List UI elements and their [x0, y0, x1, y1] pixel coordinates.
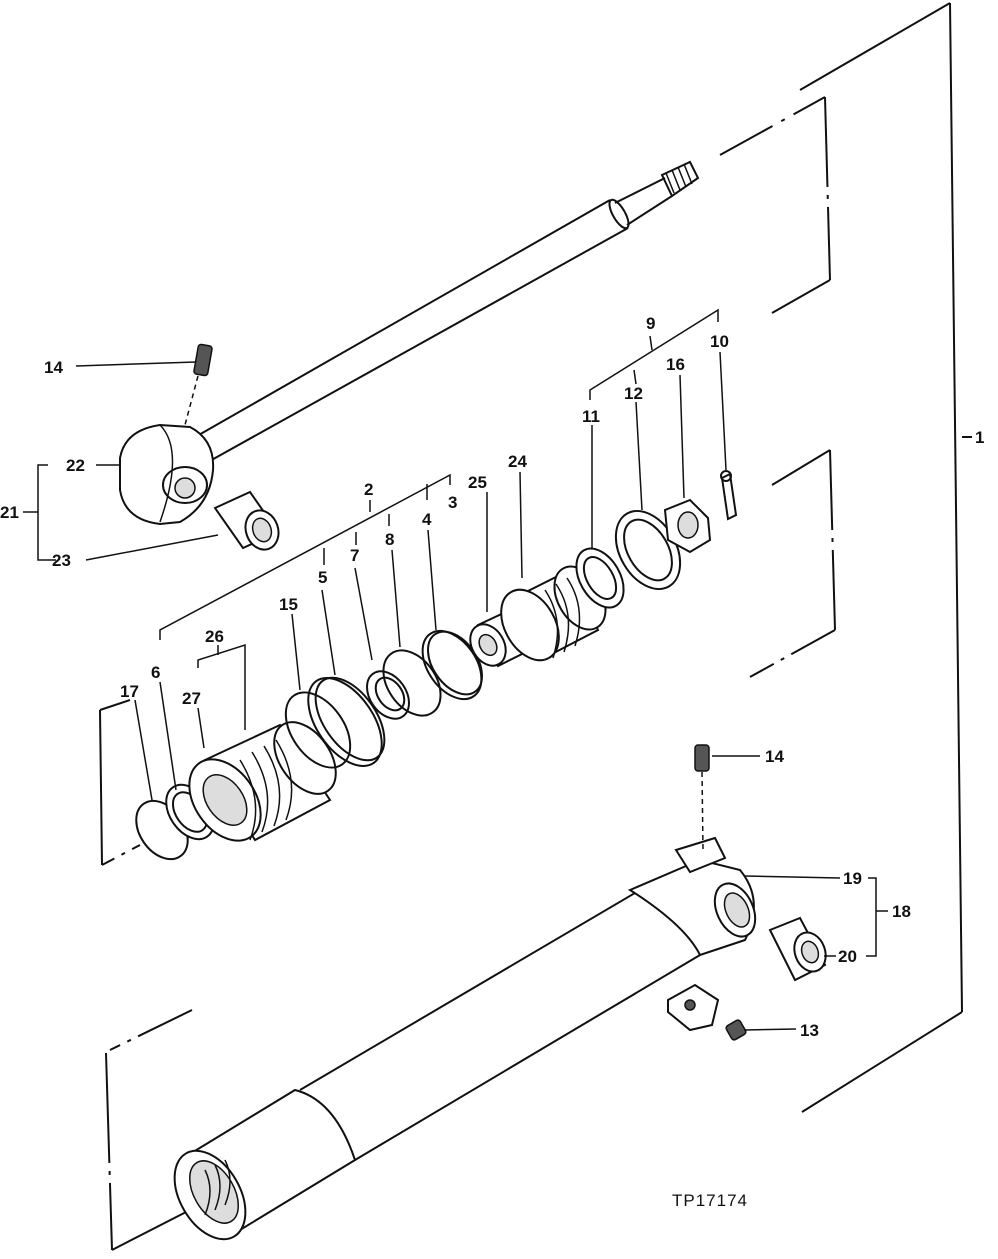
callout-10: 10 [710, 332, 729, 351]
assembly-bracket-1 [799, 2, 972, 1113]
callout-17: 17 [120, 682, 139, 701]
callout-21: 21 [0, 503, 19, 522]
gland [188, 721, 337, 842]
callout-24: 24 [508, 452, 527, 471]
callout-13: 13 [800, 1021, 819, 1040]
callout-12: 12 [624, 384, 643, 403]
callout-4: 4 [422, 510, 432, 529]
leader-lines [23, 308, 888, 1031]
figure-id: TP17174 [672, 1191, 748, 1210]
callout-14-bottom: 14 [765, 747, 784, 766]
gland-group-bracket [99, 699, 141, 866]
callout-3: 3 [448, 493, 457, 512]
barrel-group-bracket [105, 1009, 193, 1251]
callout-6: 6 [151, 663, 160, 682]
callout-5: 5 [318, 568, 327, 587]
grease-fitting-top [184, 343, 213, 426]
callout-18: 18 [892, 902, 911, 921]
rod-group-bracket [719, 96, 831, 314]
nut-16 [663, 498, 712, 554]
piston-24 [500, 565, 607, 662]
cotter-pin-10 [720, 470, 738, 521]
callout-labels: 1 2 3 4 5 6 7 8 9 10 11 12 13 14 14 15 1… [0, 314, 984, 1040]
callout-7: 7 [350, 546, 359, 565]
piston-rod [189, 160, 700, 463]
grease-fitting-bottom [694, 744, 710, 851]
callout-2: 2 [364, 480, 373, 499]
ring-8 [382, 649, 442, 717]
callout-11: 11 [582, 407, 600, 426]
callout-27: 27 [182, 689, 201, 708]
rod-bushing [213, 490, 280, 551]
callout-22: 22 [66, 456, 85, 475]
callout-1: 1 [975, 428, 984, 447]
callout-9: 9 [646, 314, 655, 333]
callout-14-top: 14 [44, 358, 63, 377]
cylinder-barrel [173, 836, 757, 1241]
callout-15: 15 [279, 595, 298, 614]
callout-26: 26 [205, 627, 224, 646]
rod-eye [119, 423, 215, 526]
callout-8: 8 [385, 530, 394, 549]
callout-19: 19 [843, 869, 862, 888]
callout-20: 20 [838, 947, 857, 966]
callout-16: 16 [666, 355, 685, 374]
callout-25: 25 [468, 473, 487, 492]
callout-23: 23 [52, 551, 71, 570]
ring-7 [366, 670, 410, 720]
ring-11 [575, 547, 625, 609]
ring-15 [284, 691, 352, 769]
piston-group-bracket [749, 449, 836, 678]
plug-13 [725, 1019, 747, 1041]
bushing-20 [768, 916, 827, 982]
